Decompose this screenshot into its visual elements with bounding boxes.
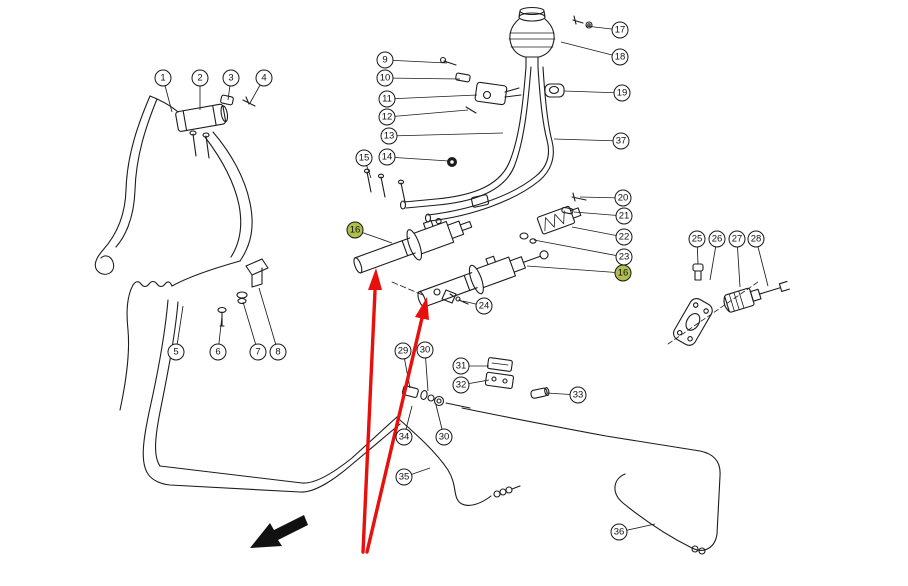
callout-17: 17 xyxy=(611,21,629,39)
master-cylinder-1 xyxy=(353,217,473,274)
callout-10: 10 xyxy=(376,69,394,87)
callout-30: 30 xyxy=(416,341,434,359)
callout-23: 23 xyxy=(615,248,633,266)
callout-36: 36 xyxy=(610,523,628,541)
reservoir-screw xyxy=(572,15,593,29)
callout-6: 6 xyxy=(209,343,227,361)
direction-arrow xyxy=(250,515,308,548)
callout-37: 37 xyxy=(612,132,630,150)
callout-1: 1 xyxy=(154,69,172,87)
leader-lines xyxy=(162,25,769,533)
callout-22: 22 xyxy=(615,228,633,246)
callout-25: 25 xyxy=(688,230,706,248)
fork-pins xyxy=(363,168,406,203)
callout-4: 4 xyxy=(255,69,273,87)
nut xyxy=(447,157,457,167)
callout-19: 19 xyxy=(613,84,631,102)
callout-26: 26 xyxy=(708,230,726,248)
callout-2: 2 xyxy=(191,69,209,87)
roll-pin xyxy=(530,387,550,399)
spring-cylinder xyxy=(519,192,587,244)
callout-5: 5 xyxy=(167,343,185,361)
red-pointer-arrows xyxy=(361,268,429,554)
callout-14: 14 xyxy=(378,148,396,166)
callout-20: 20 xyxy=(614,189,632,207)
callout-16: 16 xyxy=(346,221,364,239)
callout-18: 18 xyxy=(611,48,629,66)
clutch-valve-assembly xyxy=(149,94,256,159)
union-fitting xyxy=(433,288,469,305)
callout-28: 28 xyxy=(747,230,765,248)
bracket-assembly xyxy=(217,258,269,327)
pipe-clips xyxy=(484,357,514,390)
callout-9: 9 xyxy=(376,51,394,69)
callout-16: 16 xyxy=(614,264,632,282)
callout-29: 29 xyxy=(394,342,412,360)
slave-cylinder-assembly xyxy=(667,263,790,346)
callout-12: 12 xyxy=(378,108,396,126)
callout-8: 8 xyxy=(269,343,287,361)
callout-35: 35 xyxy=(395,468,413,486)
callout-27: 27 xyxy=(728,230,746,248)
callout-15: 15 xyxy=(355,149,373,167)
callout-3: 3 xyxy=(222,69,240,87)
callout-32: 32 xyxy=(452,376,470,394)
callout-11: 11 xyxy=(378,90,396,108)
callout-13: 13 xyxy=(380,127,398,145)
pipe-fittings xyxy=(401,385,471,409)
reservoir-pipes xyxy=(399,66,554,223)
callout-34: 34 xyxy=(395,428,413,446)
callout-21: 21 xyxy=(615,207,633,225)
callout-7: 7 xyxy=(249,343,267,361)
reservoir xyxy=(508,6,556,68)
callout-24: 24 xyxy=(475,297,493,315)
master-cylinder-2 xyxy=(417,250,549,308)
callout-33: 33 xyxy=(569,386,587,404)
bottom-pipes xyxy=(399,407,721,555)
switch-assembly xyxy=(439,56,522,114)
callout-31: 31 xyxy=(452,357,470,375)
callout-30: 30 xyxy=(435,428,453,446)
